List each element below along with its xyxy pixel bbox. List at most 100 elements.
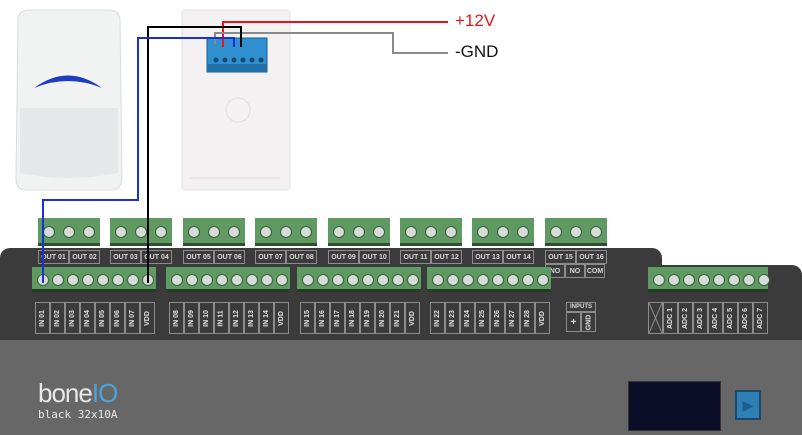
screw[interactable] — [377, 274, 389, 286]
input-label: VDD — [274, 302, 289, 334]
screw[interactable] — [63, 226, 75, 238]
input-label-text: IN 01 — [39, 309, 47, 327]
screw[interactable] — [405, 226, 417, 238]
screw[interactable] — [477, 274, 489, 286]
screw[interactable] — [188, 226, 200, 238]
input-label-text: IN 15 — [304, 309, 312, 327]
relay-terminal — [472, 218, 534, 246]
screw[interactable] — [155, 226, 167, 238]
relay-terminal — [400, 218, 462, 246]
input-label-text: IN 09 — [188, 309, 196, 327]
power-inputs-title: INPUTS — [566, 302, 596, 312]
screw[interactable] — [302, 274, 314, 286]
screw[interactable] — [332, 274, 344, 286]
screw[interactable] — [353, 226, 365, 238]
screw[interactable] — [186, 274, 198, 286]
input-label-text: VDD — [539, 310, 546, 326]
screw[interactable] — [497, 226, 509, 238]
screw[interactable] — [260, 226, 272, 238]
screw[interactable] — [392, 274, 404, 286]
screw[interactable] — [537, 274, 549, 286]
screw[interactable] — [280, 226, 292, 238]
input-label-text: IN 25 — [479, 309, 487, 327]
screw[interactable] — [522, 274, 534, 286]
input-label-text: IN 24 — [464, 309, 472, 327]
screw[interactable] — [82, 274, 94, 286]
play-arrow-icon[interactable]: ▶ — [735, 390, 761, 420]
input-terminal-strip — [32, 267, 156, 292]
ground-wire — [214, 32, 448, 54]
screw[interactable] — [425, 226, 437, 238]
screw[interactable] — [317, 274, 329, 286]
common-wire — [147, 26, 242, 283]
screw[interactable] — [668, 274, 680, 286]
screw[interactable] — [201, 274, 213, 286]
screw[interactable] — [112, 274, 124, 286]
screw[interactable] — [115, 226, 127, 238]
screw[interactable] — [347, 274, 359, 286]
screw[interactable] — [373, 226, 385, 238]
screw[interactable] — [507, 274, 519, 286]
screw[interactable] — [758, 274, 770, 286]
input-label: IN 15 — [300, 302, 315, 334]
output-label: OUT 16 — [576, 250, 607, 264]
relay-terminal — [328, 218, 390, 246]
output-label: OUT 11 — [400, 250, 431, 264]
pir-sensor-back-icon — [181, 9, 291, 191]
input-label: VDD — [140, 302, 155, 334]
screw[interactable] — [653, 274, 665, 286]
screw[interactable] — [52, 274, 64, 286]
screw[interactable] — [208, 226, 220, 238]
pir-sensor-front-icon — [15, 9, 123, 191]
screw[interactable] — [743, 274, 755, 286]
screw[interactable] — [445, 226, 457, 238]
input-label: IN 19 — [360, 302, 375, 334]
screw[interactable] — [362, 274, 374, 286]
input-label-text: IN 12 — [233, 309, 241, 327]
output-label: OUT 13 — [472, 250, 503, 264]
screw[interactable] — [698, 274, 710, 286]
input-label-text: IN 02 — [54, 309, 62, 327]
screw[interactable] — [492, 274, 504, 286]
screw[interactable] — [228, 226, 240, 238]
input-terminal-strip — [166, 267, 290, 292]
screw[interactable] — [570, 226, 582, 238]
screw[interactable] — [447, 274, 459, 286]
screw[interactable] — [83, 226, 95, 238]
power-gnd-label: GND — [581, 312, 596, 332]
screw[interactable] — [713, 274, 725, 286]
plus-12v-label: +12V — [455, 11, 496, 30]
output-label: OUT 03 — [110, 250, 141, 264]
screw[interactable] — [276, 274, 288, 286]
output-label: OUT 15 — [545, 250, 576, 264]
oled-display — [628, 381, 721, 431]
screw[interactable] — [127, 274, 139, 286]
screw[interactable] — [261, 274, 273, 286]
screw[interactable] — [462, 274, 474, 286]
screw[interactable] — [67, 274, 79, 286]
screw[interactable] — [300, 226, 312, 238]
input-label: IN 09 — [184, 302, 199, 334]
screw[interactable] — [231, 274, 243, 286]
output-label: OUT 02 — [69, 250, 100, 264]
screw[interactable] — [246, 274, 258, 286]
input-label: IN 05 — [95, 302, 110, 334]
screw[interactable] — [171, 274, 183, 286]
screw[interactable] — [550, 226, 562, 238]
screw[interactable] — [432, 274, 444, 286]
screw[interactable] — [590, 226, 602, 238]
screw[interactable] — [728, 274, 740, 286]
input-label: IN 23 — [445, 302, 460, 334]
screw[interactable] — [97, 274, 109, 286]
screw[interactable] — [333, 226, 345, 238]
screw[interactable] — [683, 274, 695, 286]
screw[interactable] — [216, 274, 228, 286]
input-label-text: IN 13 — [248, 309, 256, 327]
input-label-text: IN 04 — [84, 309, 92, 327]
screw[interactable] — [407, 274, 419, 286]
screw[interactable] — [477, 226, 489, 238]
input-label-text: IN 23 — [449, 309, 457, 327]
screw[interactable] — [517, 226, 529, 238]
input-label-text: IN 16 — [319, 309, 327, 327]
screw[interactable] — [135, 226, 147, 238]
